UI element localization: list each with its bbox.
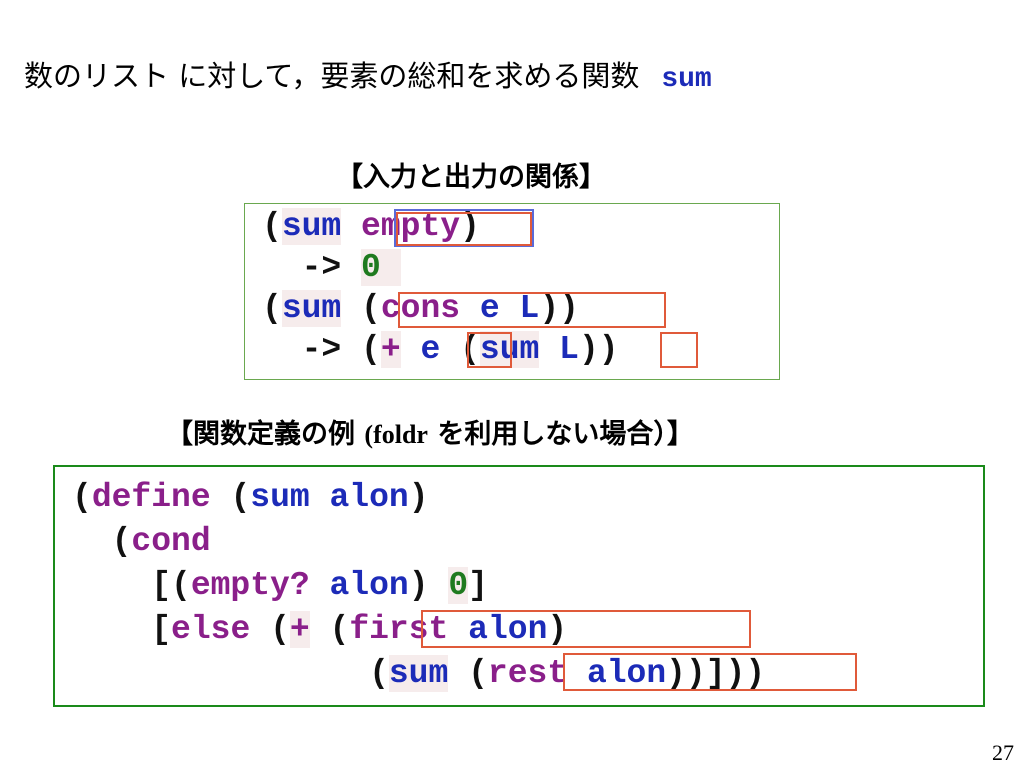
paren: ( [361, 290, 381, 327]
slide-title: 数のリスト に対して，要素の総和を求める関数 sum [24, 62, 712, 94]
value-zero: 0 [448, 567, 469, 604]
slide-title-keyword: sum [661, 64, 712, 95]
paren: ( [230, 479, 251, 516]
def-line-1: (define (sum alon) [72, 476, 429, 520]
fn-sum: sum [281, 290, 342, 327]
paren: )) [539, 290, 579, 327]
op-plus: + [289, 611, 310, 648]
highlight-box-e [467, 332, 512, 368]
highlight-box-empty [394, 209, 534, 247]
highlight-box-first-alon [421, 610, 751, 648]
var-e: e [420, 331, 441, 368]
bracket: [ [151, 611, 172, 648]
paren: ) [408, 567, 429, 604]
var-alon: alon [586, 655, 667, 692]
highlight-box-empty-inner [396, 212, 532, 246]
page-number: 27 [992, 740, 1014, 765]
var-e: e [479, 290, 500, 327]
kw-define: define [91, 479, 211, 516]
highlight-box-cons [398, 292, 666, 328]
definition-box [53, 465, 985, 707]
paren: ( [369, 655, 389, 692]
value-zero: 0 [361, 249, 381, 286]
paren: ( [468, 655, 488, 692]
paren: ( [262, 208, 282, 245]
bracket: [( [151, 567, 191, 604]
slide-title-text: 数のリスト に対して，要素の総和を求める関数 [24, 59, 640, 93]
def-heading-prefix: 【関数定義の例 [166, 419, 365, 450]
def-heading-suffix: を利用しない場合）】 [427, 419, 694, 450]
io-line-4: -> (+ e (sum L)) [262, 329, 619, 370]
paren: ( [329, 611, 350, 648]
fn-empty-pred: empty? [190, 567, 310, 604]
fn-sum: sum [479, 331, 540, 368]
fn-cons: cons [380, 290, 461, 327]
io-line-3: (sum (cons e L)) [262, 288, 579, 329]
paren: ) [460, 208, 480, 245]
kw-cond: cond [131, 523, 211, 560]
fn-sum: sum [250, 479, 310, 516]
paren: ( [72, 479, 92, 516]
var-alon: alon [468, 611, 548, 648]
paren: ( [262, 290, 282, 327]
var-L: L [519, 290, 540, 327]
io-example-code: (sum empty) -> 0 (sum (cons e L)) -> (+ … [262, 206, 772, 374]
kw-else: else [171, 611, 251, 648]
paren: ( [361, 331, 381, 368]
fn-rest: rest [487, 655, 568, 692]
highlight-box-rest-alon [563, 653, 857, 691]
paren: )) [578, 331, 619, 368]
def-heading: 【関数定義の例 (foldr を利用しない場合）】 [166, 421, 694, 448]
io-line-1: (sum empty) [262, 206, 480, 247]
def-heading-foldr: (foldr [364, 420, 428, 449]
def-line-4: [else (+ (first alon) [72, 608, 567, 652]
paren: ) [547, 611, 568, 648]
highlight-box-L [660, 332, 698, 368]
def-line-3: [(empty? alon) 0] [72, 564, 488, 608]
op-plus: + [380, 331, 401, 368]
paren: ( [111, 523, 132, 560]
var-alon: alon [329, 567, 409, 604]
io-example-box [244, 203, 780, 380]
fn-first: first [349, 611, 449, 648]
paren: ( [270, 611, 290, 648]
bracket: ] [468, 567, 488, 604]
var-alon: alon [329, 479, 409, 516]
arrow: -> [301, 331, 342, 368]
io-line-2: -> 0 [262, 247, 401, 288]
def-line-5: (sum (rest alon))])) [72, 652, 765, 696]
paren: ))])) [666, 655, 766, 692]
paren: ) [408, 479, 429, 516]
var-L: L [559, 331, 579, 368]
io-heading: 【入力と出力の関係】 [336, 162, 606, 193]
arg-empty: empty [361, 208, 461, 245]
definition-code: (define (sum alon) (cond [(empty? alon) … [72, 476, 972, 696]
def-line-2: (cond [72, 520, 211, 564]
paren: ( [460, 331, 480, 368]
fn-sum: sum [281, 208, 342, 245]
fn-sum: sum [388, 655, 449, 692]
arrow: -> [301, 249, 342, 286]
